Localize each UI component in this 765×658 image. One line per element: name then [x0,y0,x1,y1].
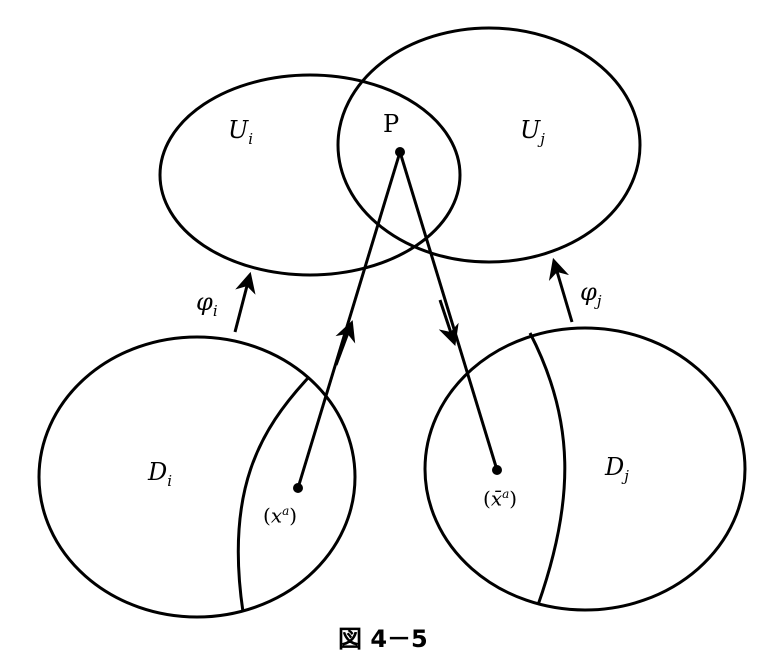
label-phi-i: φi [196,288,218,320]
arrow-up-x [334,320,356,366]
figure-caption: 図 4－5 [338,625,428,653]
label-d-j: Dj [605,453,629,485]
chart-line-p-to-x [296,151,402,489]
overlap-curve-d-j [528,332,567,606]
arrow-down-xbar [438,299,459,346]
label-x-a: (xa) [263,503,298,528]
chart-line-p-to-xbar [398,151,499,471]
label-xbar-a: (x̄a) [483,486,518,511]
label-u-j: Uj [520,116,545,148]
point-xbar [492,465,502,475]
overlap-curve-d-i [236,376,310,613]
point-p [395,147,405,157]
domain-d-i [37,335,357,619]
set-u-j [336,26,642,264]
arrow-phi-i [233,271,256,333]
label-d-i: Di [148,458,173,490]
label-u-i: Ui [228,116,254,148]
point-x [293,483,303,493]
domain-d-j [423,326,747,612]
arrow-phi-j [548,257,574,323]
set-u-i [158,73,462,277]
label-p: P [383,110,400,138]
label-phi-j: φj [580,278,602,310]
